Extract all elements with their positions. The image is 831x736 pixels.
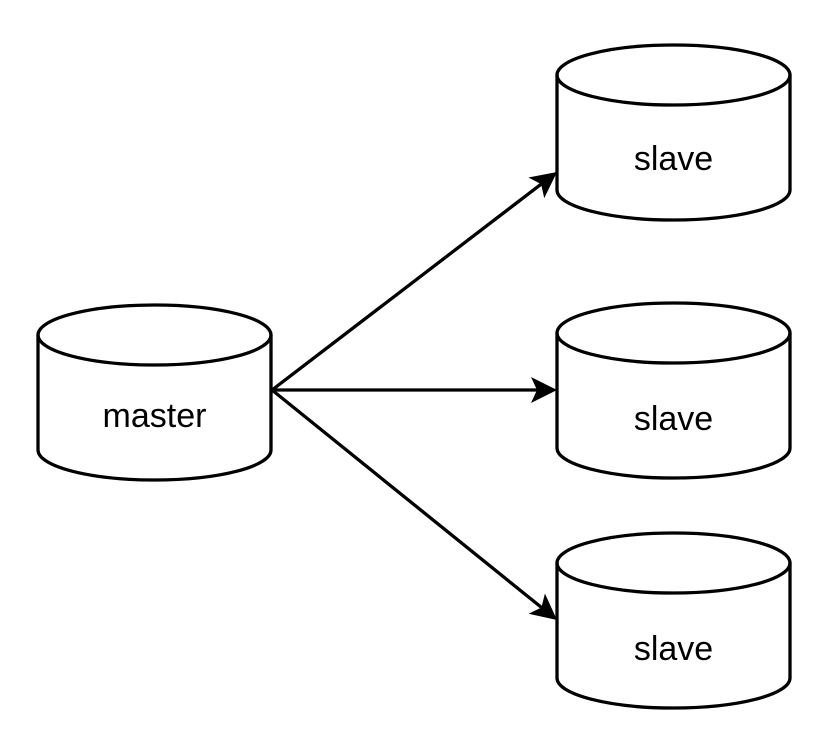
cylinder-shape [36, 303, 273, 482]
node-label: master [103, 397, 207, 435]
cylinder-shape [555, 531, 792, 710]
arrowhead-icon [528, 172, 557, 199]
node-label: slave [634, 400, 713, 438]
arrowhead-icon [528, 593, 557, 620]
arrow-master-to-slave-2 [272, 377, 557, 403]
cylinder-top-edge [555, 562, 792, 595]
slave-node-3: slave [555, 531, 792, 710]
slave-node-1: slave [555, 43, 792, 222]
cylinder-shape [555, 301, 792, 480]
cylinder-top-edge [555, 332, 792, 365]
arrow-master-to-slave-3 [270, 388, 557, 620]
cylinder-shape [555, 43, 792, 222]
node-label: slave [634, 140, 713, 178]
arrow-line [270, 388, 543, 609]
arrowhead-icon [531, 377, 557, 403]
slave-node-2: slave [555, 301, 792, 480]
cylinder-top-edge [36, 334, 273, 367]
cylinder-top-edge [555, 74, 792, 107]
master-node: master [36, 303, 273, 482]
node-label: slave [634, 630, 713, 668]
arrow-master-to-slave-1 [270, 172, 557, 392]
arrow-line [270, 182, 543, 392]
